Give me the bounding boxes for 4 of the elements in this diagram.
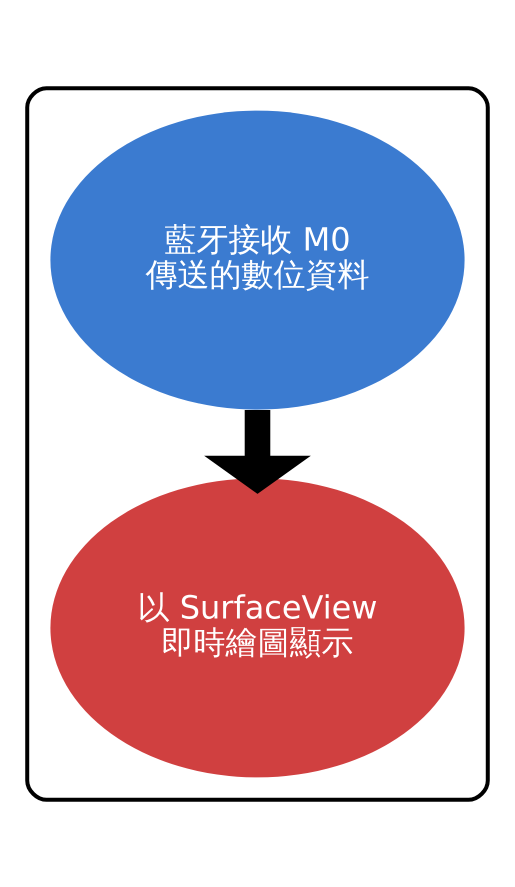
cluster — [25, 86, 490, 802]
arrow — [204, 410, 311, 494]
node-ellipse: 藍牙接收 M0 傳送的數位資料 — [50, 110, 465, 410]
node-ellipse: 以 SurfaceView 即時繪圖顯示 — [50, 478, 465, 777]
